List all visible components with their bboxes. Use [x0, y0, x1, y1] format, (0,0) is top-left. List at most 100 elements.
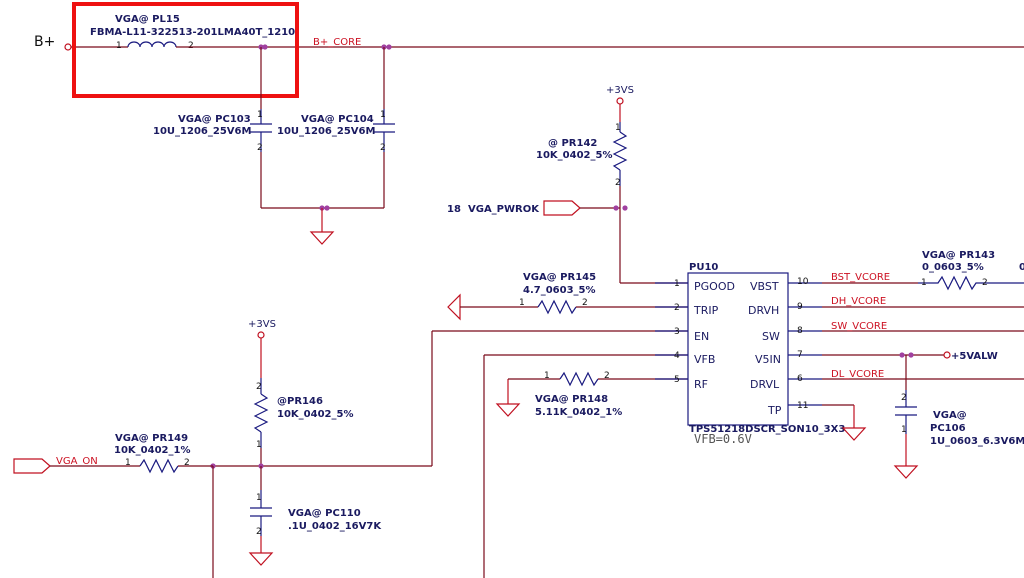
pc104-value: 10U_1206_25V6M	[277, 126, 375, 137]
pr142-value: 10K_0402_5%	[536, 150, 612, 161]
ground-icon	[495, 403, 521, 417]
ic-pin-vfb: 4 VFB	[655, 351, 715, 366]
b-plus-port-icon	[64, 43, 72, 51]
pr146-pin2: 2	[256, 382, 262, 392]
ic-note: VFB=0.6V	[694, 432, 752, 446]
pr142-ref: @ PR142	[548, 138, 597, 149]
vga-pwrok-label: VGA_PWROK	[468, 204, 540, 215]
pr149-pin1: 1	[125, 458, 131, 468]
ic-pin-drvh: 9 DRVH	[748, 302, 822, 317]
pr142-pin1: 1	[615, 123, 621, 133]
pr148-pin2: 2	[604, 371, 610, 381]
resistor-zigzag-icon	[537, 299, 577, 315]
pc104-pin2: 2	[380, 143, 386, 153]
plus-5valw-label: +5VALW	[951, 351, 998, 362]
pin-name: DRVH	[748, 304, 779, 317]
junction-dot	[908, 352, 914, 358]
ic-pin-pgood: 1 PGOOD	[655, 279, 735, 293]
resistor-zigzag-icon	[253, 393, 269, 433]
ground-icon	[841, 427, 867, 441]
offpage-arrow-icon	[447, 293, 461, 321]
b-plus-label: B+	[34, 34, 55, 50]
pin-name: PGOOD	[694, 280, 735, 293]
pl15-value: FBMA-L11-322513-201LMA40T_1210	[90, 27, 295, 38]
power-port-icon	[616, 97, 624, 105]
ic-pu10: PU10 TPS51218DSCR_SON10_3X3 VFB=0.6V 1 P…	[655, 262, 845, 446]
plus-3vs-label-1: +3VS	[606, 85, 634, 96]
pin-number: 10	[797, 277, 809, 287]
plus-3vs-label-2: +3VS	[248, 319, 276, 330]
pr148-ref: VGA@ PR148	[535, 394, 608, 405]
pl15-pin1: 1	[116, 41, 122, 51]
resistor-pr146: 2 1 @PR146 10K_0402_5%	[253, 378, 353, 450]
dl-vcore-label: DL_VCORE	[831, 369, 884, 380]
pc104-pin1: 1	[380, 110, 386, 120]
pin-number: 11	[797, 401, 808, 411]
power-port-icon	[943, 351, 951, 359]
ic-pin-vbst: 10 VBST	[750, 277, 822, 293]
pr143-ref: VGA@ PR143	[922, 250, 995, 261]
pr148-pin1: 1	[544, 371, 550, 381]
pc106-ref-top: VGA@	[933, 410, 967, 421]
vga-pwrok-port: 18 VGA_PWROK	[447, 200, 620, 216]
sw-vcore-label: SW_VCORE	[831, 321, 887, 332]
resistor-zigzag-icon	[559, 371, 599, 387]
pin-number: 4	[674, 351, 680, 361]
junction-dot	[622, 205, 628, 211]
pin-number: 3	[674, 327, 680, 337]
b-plus-core-label: B+_CORE	[313, 37, 361, 48]
pc106-value: 1U_0603_6.3V6M	[930, 436, 1024, 447]
ic-pin-rf: 5 RF	[655, 375, 708, 391]
ic-pin-v5in: 7 V5IN	[755, 350, 822, 366]
pr145-pin1: 1	[519, 298, 525, 308]
pc106-ref: PC106	[930, 423, 966, 434]
dh-vcore-label: DH_VCORE	[831, 296, 886, 307]
ic-pin-drvl: 6 DRVL	[750, 374, 822, 391]
junction-dot	[262, 44, 268, 50]
power-3vs-top: +3VS	[606, 85, 634, 122]
pc110-ref: VGA@ PC110	[288, 508, 361, 519]
resistor-zigzag-icon	[918, 275, 1024, 291]
capacitor-pc106: 2 1 VGA@ PC106 1U_0603_6.3V6M	[893, 355, 1024, 479]
pin-name: EN	[694, 330, 709, 343]
junction-dot	[613, 205, 619, 211]
ic-body	[687, 272, 789, 426]
inductor-pl15: VGA@ PL15 FBMA-L11-322513-201LMA40T_1210…	[90, 14, 295, 51]
pl15-ref: VGA@ PL15	[115, 14, 180, 25]
capacitor-pc110: 1 2 VGA@ PC110 .1U_0402_16V7K	[248, 466, 382, 566]
ic-part: TPS51218DSCR_SON10_3X3	[689, 424, 845, 435]
pr145-ref: VGA@ PR145	[523, 272, 596, 283]
pin-number: 9	[797, 302, 803, 312]
pc104-ref: VGA@ PC104	[301, 114, 374, 125]
highlight-box	[72, 2, 299, 98]
pc110-pin1: 1	[256, 493, 262, 503]
inductor-coil-icon	[127, 41, 177, 48]
vga-on-port: VGA_ON	[13, 456, 140, 474]
pr149-pin2: 2	[184, 458, 190, 468]
ground-icon	[309, 208, 335, 245]
resistor-pr149: 1 2 VGA@ PR149 10K_0402_1%	[114, 433, 213, 474]
pr142-pin2: 2	[615, 178, 621, 188]
pin-number: 2	[674, 303, 680, 313]
pc103-value: 10U_1206_25V6M	[153, 126, 251, 137]
pr149-ref: VGA@ PR149	[115, 433, 188, 444]
port-arrow-icon	[13, 458, 51, 474]
resistor-pr145: 1 2 VGA@ PR145 4.7_0603_5%	[447, 272, 688, 321]
pc103-pin2: 2	[257, 143, 263, 153]
pin-name: RF	[694, 378, 708, 391]
edge-fragment: 0	[1019, 262, 1024, 273]
pin-name: DRVL	[750, 378, 780, 391]
power-3vs-bottom: +3VS	[248, 319, 276, 378]
pin-name: TRIP	[693, 304, 719, 317]
pr145-pin2: 2	[582, 298, 588, 308]
resistor-pr143: 1 2 VGA@ PR143 0_0603_5%	[918, 250, 1024, 291]
pin-number: 7	[797, 350, 803, 360]
pin-name: SW	[762, 330, 780, 343]
pin-number: 1	[674, 279, 680, 289]
pc110-pin2: 2	[256, 527, 262, 537]
pr143-value: 0_0603_5%	[922, 262, 984, 273]
ic-pin-tp: 11 TP	[767, 401, 822, 417]
pin-name: TP	[767, 404, 782, 417]
ground-icon	[893, 465, 919, 479]
pc103-ref: VGA@ PC103	[178, 114, 251, 125]
